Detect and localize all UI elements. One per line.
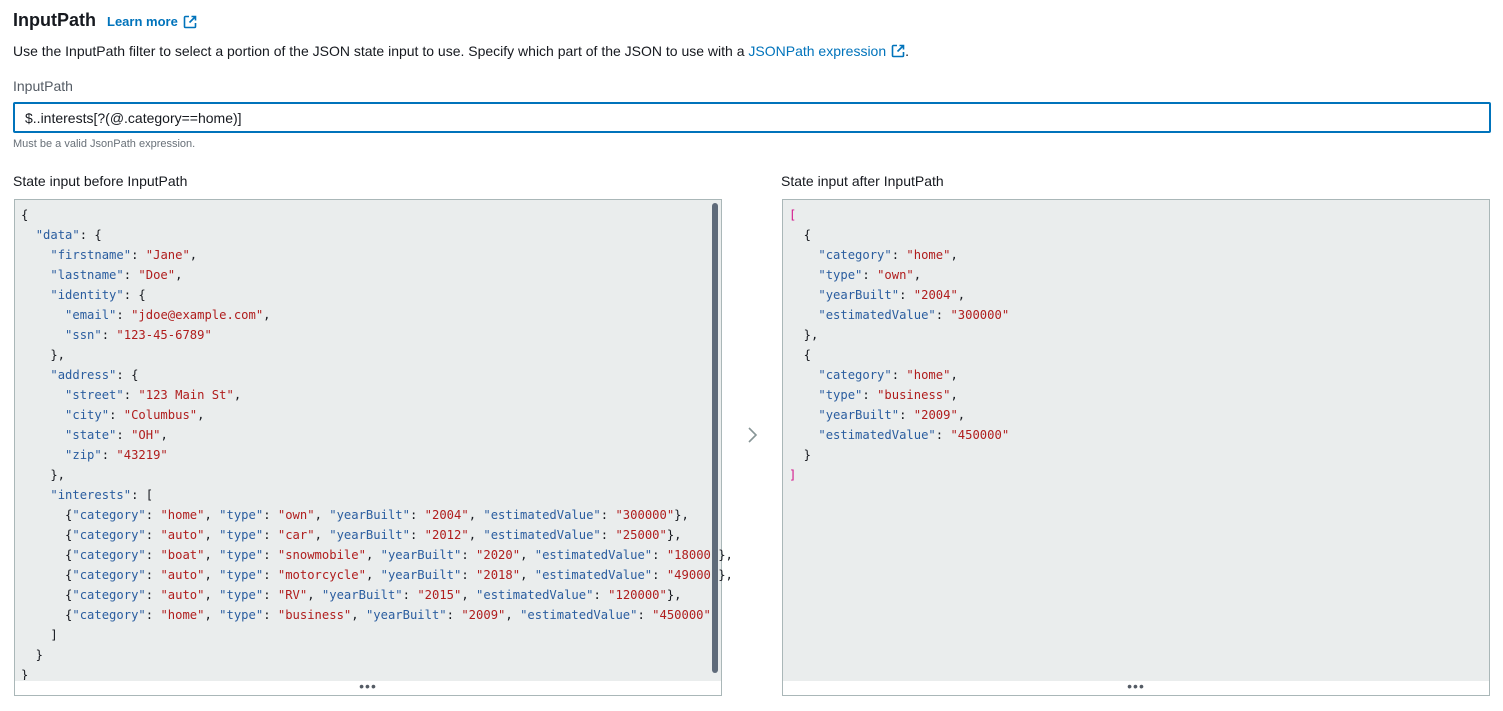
jsonpath-expression-link[interactable]: JSONPath expression (748, 43, 905, 59)
description-end: . (905, 43, 910, 59)
learn-more-link[interactable]: Learn more (107, 14, 197, 29)
state-before-code: { "data": { "firstname": "Jane", "lastna… (21, 208, 733, 682)
description: Use the InputPath filter to select a por… (13, 43, 909, 59)
jsonpath-link-label: JSONPath expression (748, 43, 887, 59)
resize-handle[interactable]: ••• (15, 679, 721, 695)
state-after-label: State input after InputPath (781, 173, 944, 189)
state-before-editor[interactable]: { "data": { "firstname": "Jane", "lastna… (14, 199, 733, 696)
inputpath-input[interactable] (13, 102, 1491, 133)
learn-more-label: Learn more (107, 14, 178, 29)
inputpath-field-label: InputPath (13, 78, 73, 94)
description-text: Use the InputPath filter to select a por… (13, 43, 749, 59)
state-after-viewer[interactable]: [ { "category": "home", "type": "own", "… (782, 199, 1490, 696)
header: InputPath Learn more (13, 10, 197, 31)
inputpath-hint: Must be a valid JsonPath expression. (13, 138, 196, 150)
scrollbar[interactable] (712, 203, 718, 673)
external-link-icon (891, 44, 905, 58)
state-after-code: [ { "category": "home", "type": "own", "… (789, 208, 1010, 482)
resize-handle[interactable]: ••• (783, 679, 1489, 695)
chevron-right-icon (748, 427, 758, 443)
state-before-label: State input before InputPath (13, 173, 188, 189)
page-title: InputPath (13, 10, 96, 30)
external-link-icon (183, 15, 197, 28)
